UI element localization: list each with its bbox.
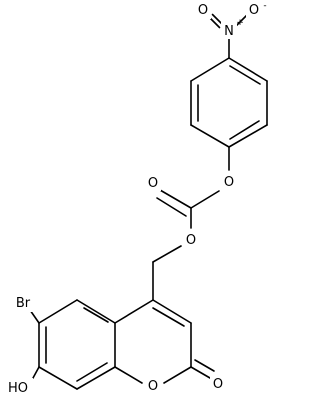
- bond-ring-a-6: [190, 57, 230, 82]
- charge-minus: -: [263, 1, 266, 11]
- bond-ring-a-inner-1: [229, 65, 261, 85]
- bond-n-o-single: [235, 14, 248, 27]
- bond-carbonyl-c-o-1: [159, 189, 192, 209]
- bond-ring-b-inner-1: [83, 307, 109, 323]
- bond-aryl-o-carbon: [190, 190, 220, 209]
- bond-ring-a-1: [228, 57, 268, 82]
- charge-plus: +: [236, 18, 244, 28]
- bond-ring-b-4: [38, 366, 78, 390]
- atom-nitro-oxygen-right: O: [249, 3, 259, 18]
- atom-carbonate-ester-oxygen: O: [186, 233, 196, 248]
- bond-ring-c-3: [163, 366, 192, 384]
- atom-labels: N + O O - O O O Br HO O O: [3, 1, 267, 396]
- bond-lactone-co-1: [190, 366, 211, 379]
- atom-aryl-oxygen: O: [224, 175, 234, 190]
- bond-ring-a-inner-2: [229, 120, 260, 140]
- atom-lactone-carbonyl-oxygen: O: [213, 377, 223, 392]
- bond-ring-c-1b: [152, 307, 185, 327]
- bond-ring-b-6: [38, 299, 78, 324]
- bond-ester-o-ch2: [152, 245, 182, 263]
- bond-ring-a-4: [190, 124, 230, 148]
- bond-lactone-co-2: [194, 359, 215, 372]
- bond-network: [29, 13, 268, 390]
- bond-ring-oh: [32, 366, 40, 379]
- atom-bromine: Br: [16, 296, 31, 311]
- bond-carbonyl-c-o-2: [156, 197, 187, 217]
- bond-ring-a-3: [228, 124, 268, 148]
- atom-carbonate-carbonyl-oxygen: O: [148, 176, 158, 191]
- bond-ring-b-inner-3: [76, 362, 108, 382]
- bond-n-o-double: [208, 16, 221, 29]
- bond-ring-br: [29, 309, 40, 324]
- bond-ring-c-4: [114, 366, 143, 384]
- atom-nitrogen: N: [224, 24, 234, 39]
- chemical-structure-diagram: N + O O - O O O Br HO O O: [3, 1, 268, 396]
- bond-ring-b-3: [76, 366, 116, 390]
- atom-ring-oxygen: O: [148, 379, 158, 394]
- atom-nitro-oxygen-left: O: [198, 3, 208, 18]
- bond-ring-c-1: [152, 299, 192, 324]
- atom-hydroxyl: HO: [8, 381, 28, 396]
- bond-ring-b-7: [76, 299, 116, 324]
- bond-ring-b-1: [114, 299, 154, 324]
- bond-n-o-double-2: [211, 13, 224, 26]
